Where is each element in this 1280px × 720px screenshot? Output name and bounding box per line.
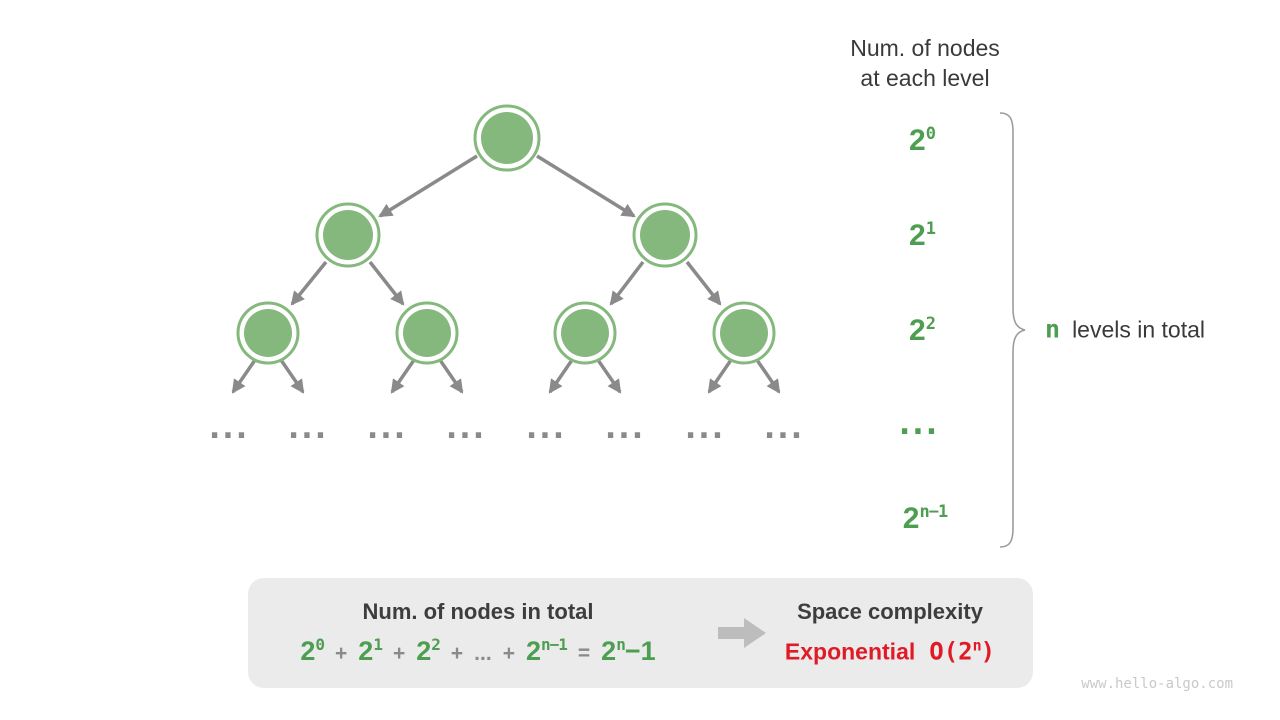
formula-term0: 20 — [300, 635, 325, 666]
tree-ellipsis: ... — [763, 411, 805, 446]
binary-tree-diagram — [231, 104, 781, 394]
tree-ellipsis: ... — [366, 411, 408, 446]
formula-ellipsis: ... — [474, 642, 492, 665]
level-count-n: 2n−1 — [902, 502, 948, 535]
level-count-0-sup: 0 — [925, 124, 936, 144]
level-count-2: 22 — [909, 314, 936, 347]
tree-ellipsis: ... — [604, 411, 646, 446]
watermark: www.hello-algo.com — [1081, 676, 1233, 692]
formula-term-n: 2n−1 — [525, 635, 568, 666]
tree-ellipsis: ... — [208, 411, 250, 446]
level-count-1-base: 2 — [909, 219, 926, 252]
formula-equals: = — [577, 642, 591, 665]
formula-plus: + — [502, 642, 515, 665]
level-count-n-base: 2 — [902, 502, 920, 535]
levels-brace — [999, 112, 1026, 548]
levels-annotation: n levels in total — [1045, 314, 1205, 343]
implies-arrow-icon — [718, 618, 766, 648]
formula-plus: + — [335, 642, 348, 665]
level-count-2-sup: 2 — [925, 314, 936, 334]
formula-plus: + — [450, 642, 464, 665]
tree-ellipsis: ... — [684, 411, 726, 446]
levels-annotation-n: n — [1045, 314, 1061, 344]
total-nodes-title: Num. of nodes in total — [362, 599, 594, 624]
complexity-name: Exponential — [784, 638, 916, 665]
tree-node-l3-1 — [236, 301, 300, 365]
tree-node-l3-4 — [712, 301, 776, 365]
tree-ellipsis: ... — [445, 411, 487, 446]
level-count-2-base: 2 — [909, 314, 926, 347]
tree-node-l3-2 — [395, 301, 459, 365]
formula-result: 2n−1 — [601, 635, 656, 666]
tree-ellipsis: ... — [287, 411, 329, 446]
level-count-1-sup: 1 — [925, 219, 936, 239]
column-header-line1: Num. of nodes — [850, 35, 1000, 61]
formula-term2: 22 — [416, 635, 441, 666]
column-header-line2: at each level — [860, 65, 990, 91]
level-count-0-base: 2 — [909, 124, 926, 157]
space-complexity-value: Exponential O(2n) — [785, 637, 995, 666]
tree-edges — [231, 154, 781, 394]
level-count-ellipsis: ... — [898, 407, 940, 442]
tree-ellipsis: ... — [525, 411, 567, 446]
tree-node-l2-left — [315, 202, 381, 268]
column-header: Num. of nodes at each level — [850, 33, 1000, 93]
space-complexity-title: Space complexity — [797, 599, 983, 624]
complexity-big-o: O(2n) — [929, 636, 996, 666]
levels-annotation-text: levels in total — [1072, 316, 1206, 343]
level-count-1: 21 — [909, 219, 936, 252]
tree-node-l2-right — [632, 202, 698, 268]
formula-plus: + — [392, 642, 406, 665]
tree-node-l3-3 — [553, 301, 617, 365]
level-count-0: 20 — [909, 124, 936, 157]
formula-term1: 21 — [358, 635, 383, 666]
total-nodes-formula: 20 + 21 + 22 + ... + 2n−1 = 2n−1 — [300, 637, 655, 665]
tree-node-root — [473, 104, 541, 172]
summary-box: Num. of nodes in total 20 + 21 + 22 + ..… — [248, 578, 1033, 688]
level-count-n-sup: n−1 — [919, 502, 948, 522]
